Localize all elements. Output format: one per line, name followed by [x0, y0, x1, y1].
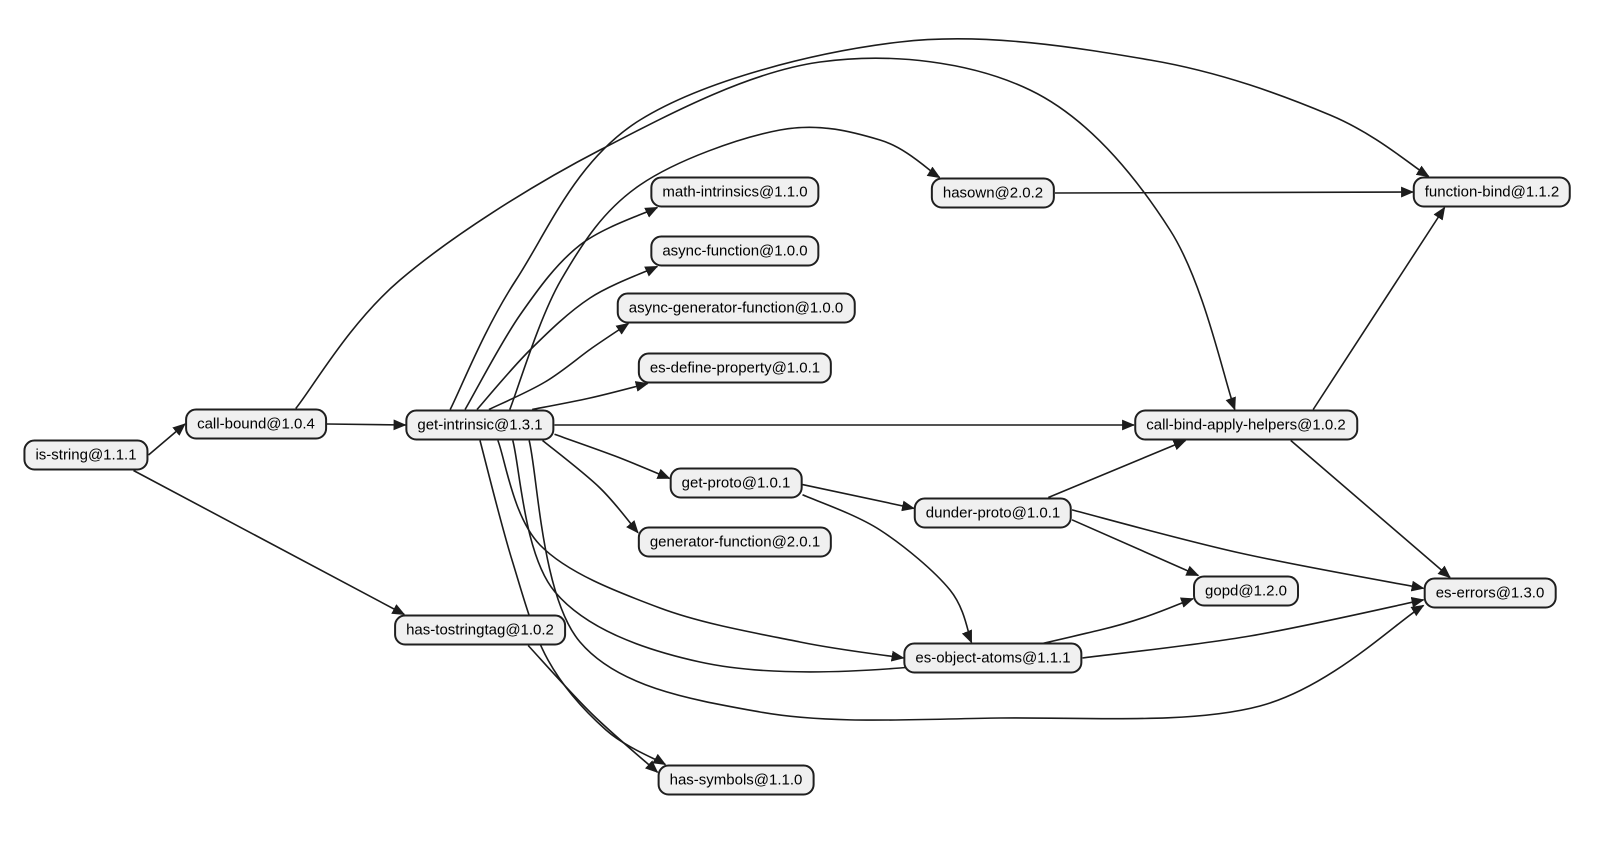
node-hasown[interactable]: hasown@2.0.2 [930, 177, 1056, 209]
edge-get-intrinsic-async-generator-function [488, 322, 630, 411]
edge-get-proto-es-object-atoms [802, 494, 973, 644]
node-function-bind[interactable]: function-bind@1.1.2 [1412, 176, 1572, 208]
node-math-intrinsics[interactable]: math-intrinsics@1.1.0 [650, 176, 820, 208]
node-get-proto[interactable]: get-proto@1.0.1 [669, 467, 803, 499]
edge-dunder-proto-es-errors [1071, 509, 1425, 592]
edge-get-intrinsic-generator-function [542, 439, 639, 534]
edge-get-intrinsic-es-define-property [531, 381, 649, 411]
edge-get-intrinsic-hasown [509, 126, 941, 410]
edge-get-intrinsic-async-function [476, 265, 659, 411]
node-async-function[interactable]: async-function@1.0.0 [650, 235, 820, 267]
edge-call-bind-apply-helpers-function-bind [1312, 206, 1446, 410]
edge-is-string-has-tostringtag [133, 469, 406, 616]
node-has-symbols[interactable]: has-symbols@1.1.0 [657, 764, 815, 796]
node-generator-function[interactable]: generator-function@2.0.1 [637, 526, 833, 558]
edge-get-intrinsic-es-object-atoms [497, 440, 905, 662]
edge-call-bound-call-bind-apply-helpers [295, 57, 1236, 411]
node-is-string[interactable]: is-string@1.1.1 [23, 439, 149, 471]
edge-call-bound-get-intrinsic [326, 419, 407, 431]
node-es-object-atoms[interactable]: es-object-atoms@1.1.1 [903, 642, 1083, 674]
node-call-bind-apply-helpers[interactable]: call-bind-apply-helpers@1.0.2 [1134, 409, 1358, 441]
node-get-intrinsic[interactable]: get-intrinsic@1.3.1 [405, 409, 555, 441]
edge-get-proto-dunder-proto [802, 483, 916, 512]
edge-has-tostringtag-has-symbols [527, 644, 659, 773]
edge-dunder-proto-call-bind-apply-helpers [1047, 439, 1187, 499]
edge-get-intrinsic-function-bind [449, 38, 1430, 410]
edge-get-intrinsic-es-errors [528, 440, 1425, 721]
node-async-generator-function[interactable]: async-generator-function@1.0.0 [616, 292, 856, 324]
edge-dunder-proto-gopd [1071, 519, 1200, 577]
edge-get-intrinsic-math-intrinsics [464, 206, 659, 410]
edge-get-intrinsic-has-symbols [479, 440, 667, 766]
node-has-tostringtag[interactable]: has-tostringtag@1.0.2 [394, 614, 566, 646]
edge-call-bind-apply-helpers-es-errors [1290, 439, 1451, 579]
node-dunder-proto[interactable]: dunder-proto@1.0.1 [913, 497, 1073, 529]
edge-hasown-function-bind [1054, 186, 1415, 198]
edge-es-object-atoms-es-errors [1082, 596, 1425, 659]
node-es-define-property[interactable]: es-define-property@1.0.1 [637, 352, 833, 384]
node-call-bound[interactable]: call-bound@1.0.4 [185, 408, 327, 440]
node-es-errors[interactable]: es-errors@1.3.0 [1423, 577, 1557, 609]
edge-is-string-call-bound [147, 423, 186, 456]
edge-get-intrinsic-get-proto [554, 433, 671, 480]
node-gopd[interactable]: gopd@1.2.0 [1193, 575, 1299, 607]
edge-get-intrinsic-gopd [512, 440, 1195, 673]
